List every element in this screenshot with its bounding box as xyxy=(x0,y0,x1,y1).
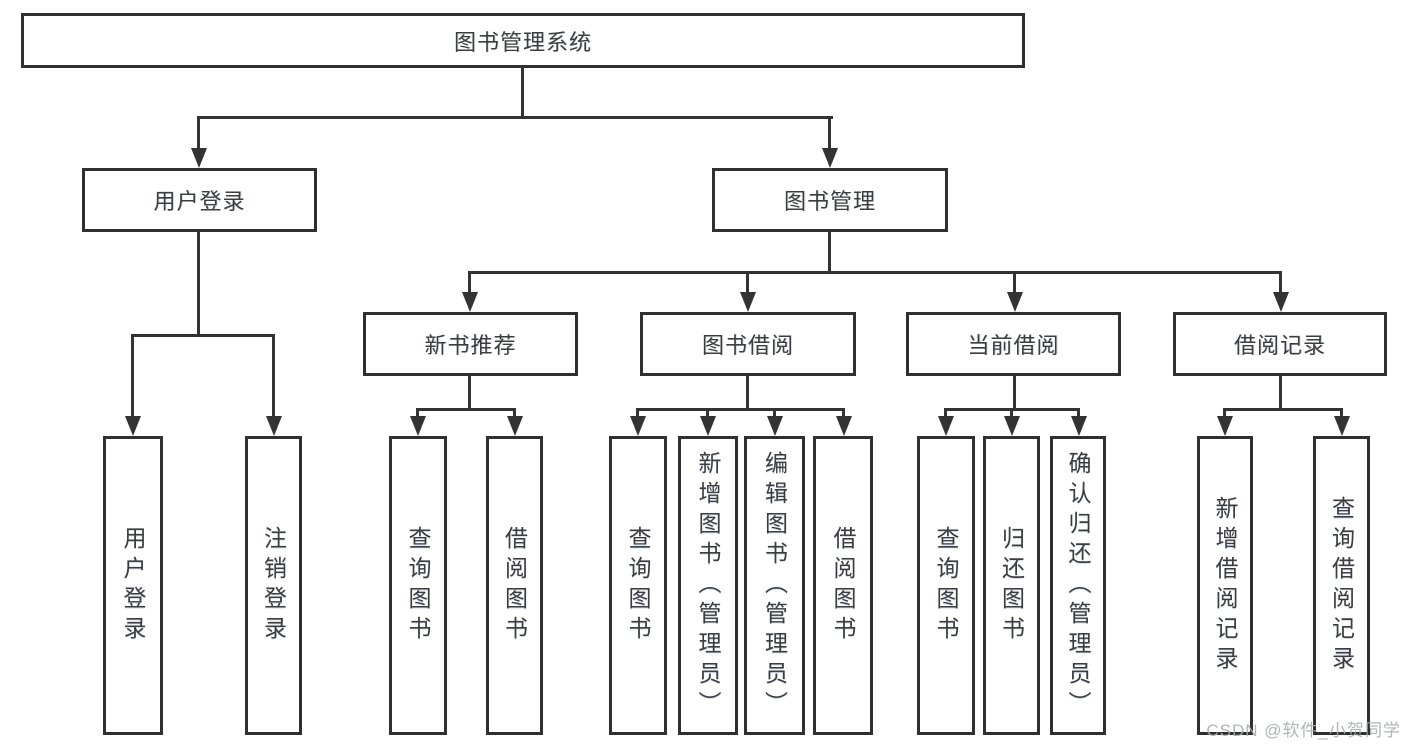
connector-line xyxy=(1223,408,1342,411)
leaf-confirm-return-admin: 确认归还（管理员） xyxy=(1050,436,1106,735)
connector-line xyxy=(1010,408,1013,422)
arrow-down-icon xyxy=(1007,292,1023,312)
node-new-book-recommend: 新书推荐 xyxy=(363,312,578,376)
arrow-down-icon xyxy=(1004,416,1020,436)
csdn-watermark: CSDN @软件_小贺同学 xyxy=(1206,721,1401,740)
leaf-label: 归还图书 xyxy=(998,525,1025,646)
leaf-label: 注销登录 xyxy=(260,525,287,646)
node-borrow-records: 借阅记录 xyxy=(1173,312,1387,376)
connector-line xyxy=(706,408,709,422)
leaf-label: 编辑图书（管理员） xyxy=(761,450,788,721)
leaf-label: 新增借阅记录 xyxy=(1212,495,1238,676)
node-book-borrowing: 图书借阅 xyxy=(640,312,856,376)
connector-line xyxy=(773,408,776,422)
connector-line xyxy=(521,68,524,119)
node-label: 用户登录 xyxy=(153,189,246,214)
connector-line xyxy=(1013,376,1016,410)
leaf-query-books-borrowing: 查询图书 xyxy=(609,436,667,735)
arrow-down-icon xyxy=(740,292,756,312)
connector-line xyxy=(513,408,516,422)
connector-line xyxy=(468,376,471,410)
connector-line xyxy=(197,116,200,152)
node-label: 借阅记录 xyxy=(1233,333,1326,358)
leaf-label: 新增图书（管理员） xyxy=(695,450,721,721)
leaf-query-books-recommend: 查询图书 xyxy=(389,436,447,735)
leaf-query-books-current: 查询图书 xyxy=(917,436,975,735)
connector-line xyxy=(1013,271,1016,296)
leaf-label: 用户登录 xyxy=(120,525,146,646)
connector-line xyxy=(468,271,1282,274)
arrow-down-icon xyxy=(1273,292,1289,312)
arrow-down-icon xyxy=(266,416,282,436)
leaf-logout: 注销登录 xyxy=(245,436,302,735)
arrow-down-icon xyxy=(462,292,478,312)
node-book-management: 图书管理 xyxy=(712,168,948,232)
connector-line xyxy=(1223,408,1226,422)
node-label: 图书管理系统 xyxy=(453,29,592,55)
connector-line xyxy=(1340,408,1343,422)
leaf-user-login: 用户登录 xyxy=(103,436,163,735)
arrow-down-icon xyxy=(822,148,838,168)
arrow-down-icon xyxy=(1071,416,1087,436)
arrow-down-icon xyxy=(767,416,783,436)
leaf-add-books-admin: 新增图书（管理员） xyxy=(678,436,738,735)
leaf-borrow-books-borrowing: 借阅图书 xyxy=(813,436,873,735)
connector-line xyxy=(272,334,275,420)
connector-line xyxy=(131,334,134,420)
connector-line xyxy=(131,334,275,337)
connector-line xyxy=(1077,408,1080,422)
leaf-label: 查询图书 xyxy=(625,525,651,646)
arrow-down-icon xyxy=(1217,416,1233,436)
node-user-login: 用户登录 xyxy=(82,168,317,232)
leaf-label: 查询借阅记录 xyxy=(1328,495,1355,676)
connector-line xyxy=(944,408,947,422)
leaf-return-books: 归还图书 xyxy=(983,436,1040,735)
leaf-query-borrow-record: 查询借阅记录 xyxy=(1313,436,1370,735)
node-label: 新书推荐 xyxy=(424,333,517,358)
node-current-borrowing: 当前借阅 xyxy=(906,312,1121,376)
leaf-add-borrow-record: 新增借阅记录 xyxy=(1197,436,1253,735)
leaf-label: 查询图书 xyxy=(405,525,431,646)
arrow-down-icon xyxy=(410,416,426,436)
connector-line xyxy=(842,408,845,422)
connector-line xyxy=(1279,376,1282,410)
node-label: 图书借阅 xyxy=(701,333,794,358)
connector-line xyxy=(416,408,419,422)
connector-line xyxy=(828,116,831,152)
leaf-label: 查询图书 xyxy=(933,525,959,646)
leaf-edit-books-admin: 编辑图书（管理员） xyxy=(744,436,805,735)
connector-line xyxy=(197,232,200,337)
connector-line xyxy=(416,408,516,411)
connector-line xyxy=(1279,271,1282,296)
arrow-down-icon xyxy=(125,416,141,436)
connector-line xyxy=(746,271,749,296)
node-label: 图书管理 xyxy=(783,189,876,214)
leaf-borrow-books-recommend: 借阅图书 xyxy=(486,436,543,735)
leaf-label: 借阅图书 xyxy=(501,525,528,646)
arrow-down-icon xyxy=(507,416,523,436)
connector-line xyxy=(636,408,639,422)
connector-line xyxy=(746,376,749,410)
arrow-down-icon xyxy=(630,416,646,436)
leaf-label: 借阅图书 xyxy=(830,525,856,646)
connector-line xyxy=(828,232,831,274)
connector-line xyxy=(468,271,471,296)
arrow-down-icon xyxy=(938,416,954,436)
arrow-down-icon xyxy=(836,416,852,436)
connector-line xyxy=(197,116,833,119)
node-label: 当前借阅 xyxy=(967,333,1060,358)
node-root-library-system: 图书管理系统 xyxy=(21,13,1025,68)
leaf-label: 确认归还（管理员） xyxy=(1065,450,1091,721)
connector-line xyxy=(636,408,845,411)
arrow-down-icon xyxy=(191,148,207,168)
arrow-down-icon xyxy=(700,416,716,436)
arrow-down-icon xyxy=(1334,416,1350,436)
